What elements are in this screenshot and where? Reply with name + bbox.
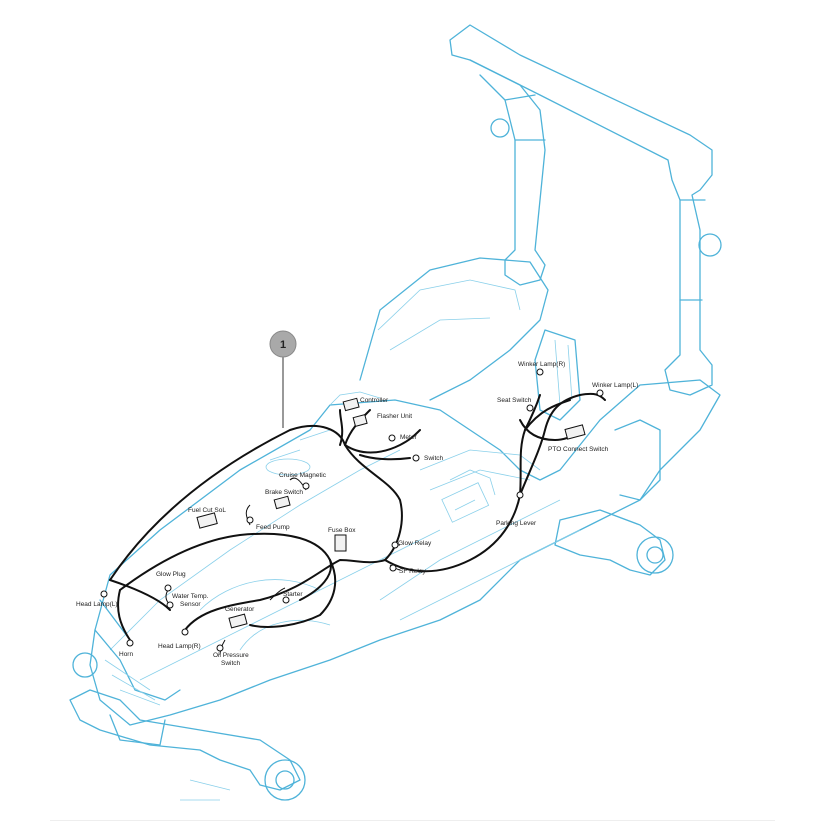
generator-box bbox=[228, 613, 248, 629]
label-fuel-cut-sol: Fuel Cut SoL bbox=[188, 507, 226, 514]
label-meter: Meter bbox=[400, 434, 417, 441]
pto-connect-switch-box bbox=[564, 424, 586, 440]
winker-lamp-r-connector bbox=[536, 368, 544, 376]
cruise-magnetic-connector bbox=[302, 482, 310, 490]
label-switch: Switch bbox=[424, 455, 444, 462]
fuel-cut-sol-box bbox=[196, 512, 218, 529]
switch-connector bbox=[412, 454, 420, 462]
glow-relay-connector bbox=[391, 541, 399, 549]
winker-lamp-l-connector bbox=[596, 389, 604, 397]
label-cruise-magnetic: Cruise Magnetic bbox=[279, 472, 327, 479]
label-glow-plug: Glow Plug bbox=[156, 571, 186, 578]
callout-circle bbox=[269, 330, 297, 358]
label-brake-switch: Brake Switch bbox=[265, 489, 303, 496]
fuse-box bbox=[334, 534, 347, 552]
meter-connector bbox=[388, 434, 396, 442]
label-fuse-box: Fuse Box bbox=[328, 527, 356, 534]
head-lamp-r-connector bbox=[181, 628, 189, 636]
label-horn: Horn bbox=[119, 651, 133, 658]
starter-connector bbox=[282, 596, 290, 604]
bottom-divider bbox=[50, 820, 775, 821]
brake-switch-box bbox=[273, 495, 291, 510]
water-temp-sensor-connector bbox=[166, 601, 174, 609]
label-controller: Controller bbox=[360, 397, 389, 404]
label-flasher-unit: Flasher Unit bbox=[377, 413, 412, 420]
label-water-temp-1: Water Temp. bbox=[172, 593, 209, 600]
sf-relay-connector bbox=[389, 564, 397, 572]
label-winker-lamp-r: Winker Lamp(R) bbox=[518, 361, 565, 368]
callout-number: 1 bbox=[280, 339, 286, 351]
tractor-frame bbox=[69, 24, 722, 801]
callout-1: 1 bbox=[269, 330, 297, 428]
label-head-lamp-r: Head Lamp(R) bbox=[158, 643, 201, 650]
label-head-lamp-l: Head Lamp(L) bbox=[76, 601, 118, 608]
label-generator: Generator bbox=[225, 606, 255, 613]
label-feed-pump: Feed Pump bbox=[256, 524, 290, 531]
feed-pump-connector bbox=[246, 516, 254, 524]
seat-switch-connector bbox=[526, 404, 534, 412]
label-winker-lamp-l: Winker Lamp(L) bbox=[592, 382, 638, 389]
head-lamp-l-connector bbox=[100, 590, 108, 598]
controller-box bbox=[342, 397, 360, 412]
horn-connector bbox=[126, 639, 134, 647]
flasher-unit-box bbox=[352, 413, 368, 427]
label-pto-connect-switch: PTO Connect Switch bbox=[548, 446, 609, 453]
parking-lever-connector bbox=[516, 491, 524, 499]
label-sf-relay: SF Relay bbox=[399, 568, 426, 575]
label-parking-lever: Parking Lever bbox=[496, 520, 537, 527]
component-labels: Controller Flasher Unit Meter Switch Cru… bbox=[76, 361, 638, 667]
wiring-harness bbox=[109, 392, 606, 656]
oil-pressure-switch-connector bbox=[216, 644, 224, 652]
label-water-temp-2: Sensor bbox=[180, 601, 201, 608]
label-starter: Starter bbox=[283, 591, 303, 598]
label-oil-pressure-1: Oil Pressure bbox=[213, 652, 249, 659]
component-markers bbox=[100, 368, 604, 652]
label-seat-switch: Seat Switch bbox=[497, 397, 532, 404]
glow-plug-connector bbox=[164, 584, 172, 592]
label-glow-relay: Glow Relay bbox=[398, 540, 432, 547]
label-oil-pressure-2: Switch bbox=[221, 660, 241, 667]
